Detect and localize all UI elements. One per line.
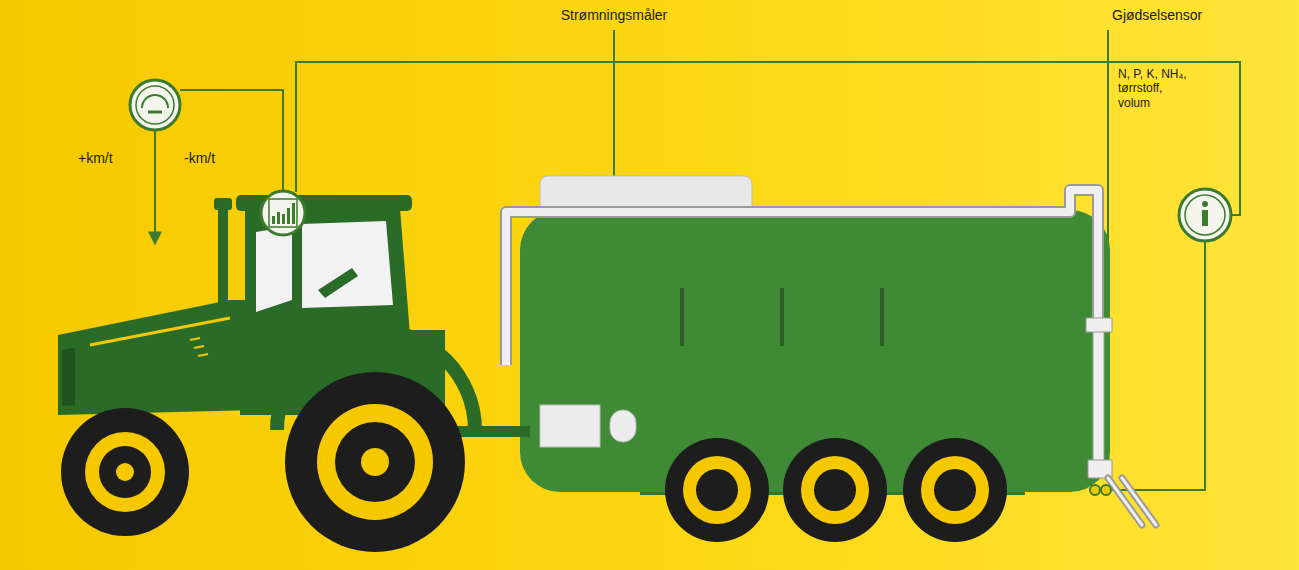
tool-box bbox=[540, 405, 600, 447]
wire bbox=[180, 90, 283, 191]
speed-label: -km/t bbox=[184, 150, 215, 167]
sensor-bracket bbox=[1086, 318, 1112, 332]
tractor bbox=[58, 195, 482, 552]
sensor bbox=[1090, 485, 1111, 495]
wire bbox=[1112, 241, 1205, 490]
down-pipe bbox=[1093, 330, 1104, 465]
sensor-values: N, P, K, NH₄, tørrstoff, volum bbox=[1118, 67, 1194, 110]
chart-icon bbox=[261, 191, 305, 235]
leader-label: Strømningsmåler bbox=[561, 7, 668, 24]
pipe bbox=[506, 190, 1098, 365]
speedometer-icon bbox=[130, 80, 180, 130]
speed-arrow bbox=[154, 131, 156, 244]
info-icon bbox=[1179, 189, 1231, 241]
leader-line bbox=[613, 30, 615, 178]
pipe-outline bbox=[506, 190, 1098, 365]
leader-label: Gjødselsensor bbox=[1112, 7, 1202, 24]
speed-label: +km/t bbox=[78, 150, 113, 167]
spreader-arm bbox=[1108, 478, 1156, 525]
tank-valve bbox=[610, 410, 636, 442]
tank-ribs bbox=[682, 288, 882, 346]
tanker-wheels bbox=[665, 438, 1007, 542]
